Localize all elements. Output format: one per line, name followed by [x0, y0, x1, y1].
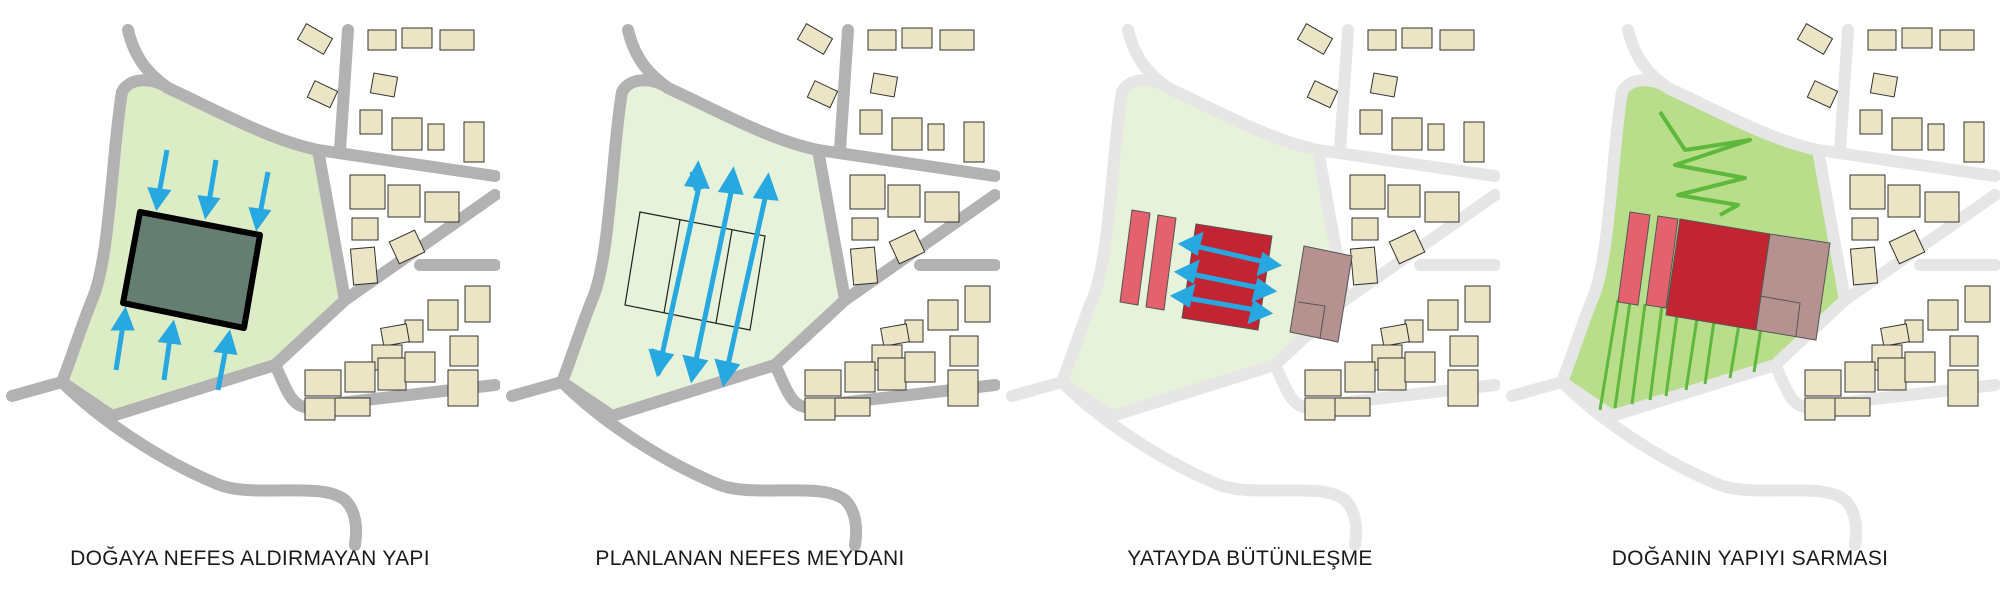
panel-caption: PLANLANAN NEFES MEYDANI — [595, 547, 905, 570]
roads — [506, 24, 1000, 551]
inward-arrows — [110, 149, 272, 391]
site-map-4 — [1506, 23, 2000, 551]
double-arrows — [648, 160, 779, 388]
roads — [1006, 24, 1500, 551]
vertical-green-lines — [1598, 299, 1764, 411]
buildings — [296, 23, 491, 421]
panel-caption: DOĞAYA NEFES ALDIRMAYAN YAPI — [70, 547, 430, 570]
buildings — [1296, 23, 1491, 421]
panel-caption: YATAYDA BÜTÜNLEŞME — [1127, 547, 1373, 570]
double-arrows — [1169, 231, 1283, 325]
roads — [1506, 24, 2000, 551]
panel-1: DOĞAYA NEFES ALDIRMAYAN YAPI — [0, 0, 500, 589]
site-map-1 — [6, 23, 500, 551]
site-area — [562, 84, 845, 416]
dark-building-block — [120, 209, 263, 331]
site-map-2 — [506, 23, 1000, 551]
panel-4: DOĞANIN YAPIYI SARMASI — [1500, 0, 2000, 589]
zigzag-green-line — [1658, 110, 1752, 217]
roads — [6, 24, 500, 551]
site-map-3 — [1006, 23, 1500, 551]
building-blocks — [1617, 211, 1831, 341]
buildings — [796, 23, 991, 421]
panel-3: YATAYDA BÜTÜNLEŞME — [1000, 0, 1500, 589]
panel-caption: DOĞANIN YAPIYI SARMASI — [1611, 547, 1889, 570]
buildings — [1796, 23, 1991, 421]
panel-2: PLANLANAN NEFES MEYDANI — [500, 0, 1000, 589]
